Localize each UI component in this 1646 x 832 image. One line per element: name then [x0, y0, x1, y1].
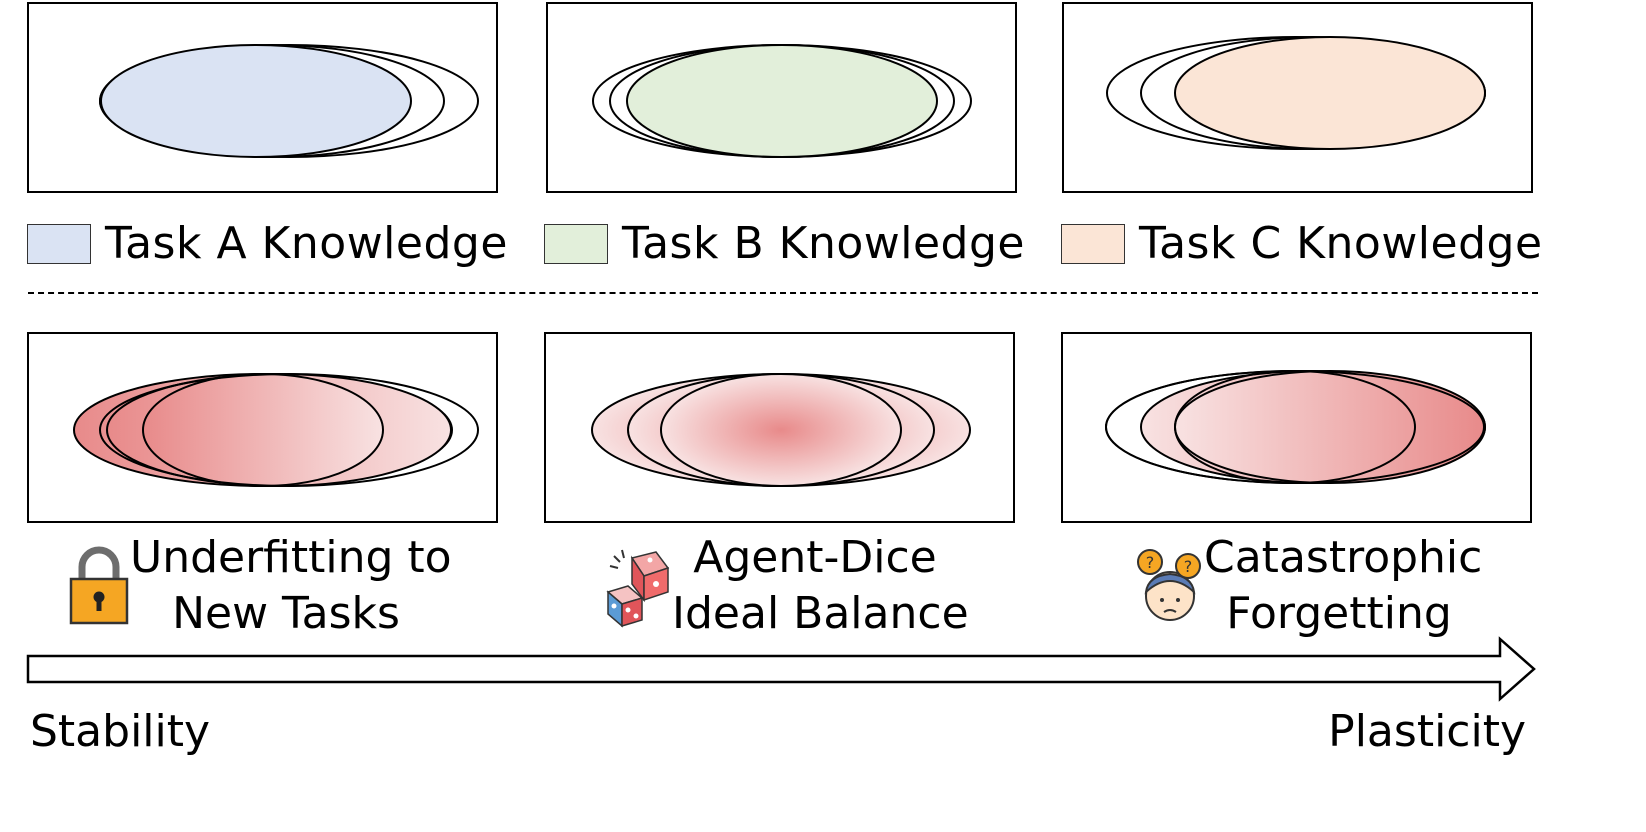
- forgetting-caption: Catastrophic Forgetting: [1204, 530, 1483, 642]
- stability-label: Stability: [30, 706, 211, 757]
- padlock-icon: [69, 546, 129, 625]
- task-b-panel: [546, 2, 1017, 193]
- agent-dice-caption-line1: Agent-Dice: [693, 532, 937, 583]
- dice-icon: [606, 549, 670, 628]
- svg-text:?: ?: [1146, 553, 1155, 572]
- underfitting-ellipses: [73, 373, 479, 487]
- underfitting-caption-line2: New Tasks: [172, 588, 400, 639]
- forgetting-panel: [1061, 332, 1532, 523]
- agent-dice-caption-line2: Ideal Balance: [672, 588, 969, 639]
- legend-label-task-c: Task C Knowledge: [1139, 218, 1543, 269]
- underfitting-caption-line1: Underfitting to: [130, 532, 452, 583]
- dashed-divider: [28, 292, 1538, 294]
- svg-text:?: ?: [1184, 557, 1193, 576]
- stability-plasticity-arrow: [26, 636, 1536, 702]
- legend-swatch-task-a: [27, 223, 91, 264]
- task-c-panel: [1062, 2, 1533, 193]
- task-b-knowledge-ellipse: [626, 44, 938, 158]
- forgetting-caption-line1: Catastrophic: [1204, 532, 1483, 583]
- task-b-ellipses: [592, 44, 972, 158]
- legend-task-a: Task A Knowledge: [27, 218, 508, 269]
- legend-swatch-task-b: [544, 223, 608, 264]
- forgetting-caption-line2: Forgetting: [1226, 588, 1452, 639]
- task-a-knowledge-ellipse: [100, 44, 412, 158]
- legend-task-b: Task B Knowledge: [544, 218, 1025, 269]
- task-c-ellipses: [1106, 36, 1486, 150]
- confused-person-icon: ? ?: [1137, 549, 1201, 621]
- agent-dice-ellipses: [591, 373, 971, 487]
- task-c-knowledge-ellipse: [1174, 36, 1486, 150]
- legend-swatch-task-c: [1061, 223, 1125, 264]
- legend-label-task-a: Task A Knowledge: [105, 218, 508, 269]
- agent-dice-caption: Agent-Dice Ideal Balance: [672, 530, 969, 642]
- agent-dice-panel: [544, 332, 1015, 523]
- legend-task-c: Task C Knowledge: [1061, 218, 1543, 269]
- task-a-panel: [27, 2, 498, 193]
- task-a-ellipses: [99, 44, 479, 158]
- underfitting-caption: Underfitting to New Tasks: [130, 530, 452, 642]
- legend-label-task-b: Task B Knowledge: [622, 218, 1025, 269]
- plasticity-label: Plasticity: [1328, 706, 1526, 757]
- forgetting-ellipses: [1105, 370, 1486, 484]
- underfitting-panel: [27, 332, 498, 523]
